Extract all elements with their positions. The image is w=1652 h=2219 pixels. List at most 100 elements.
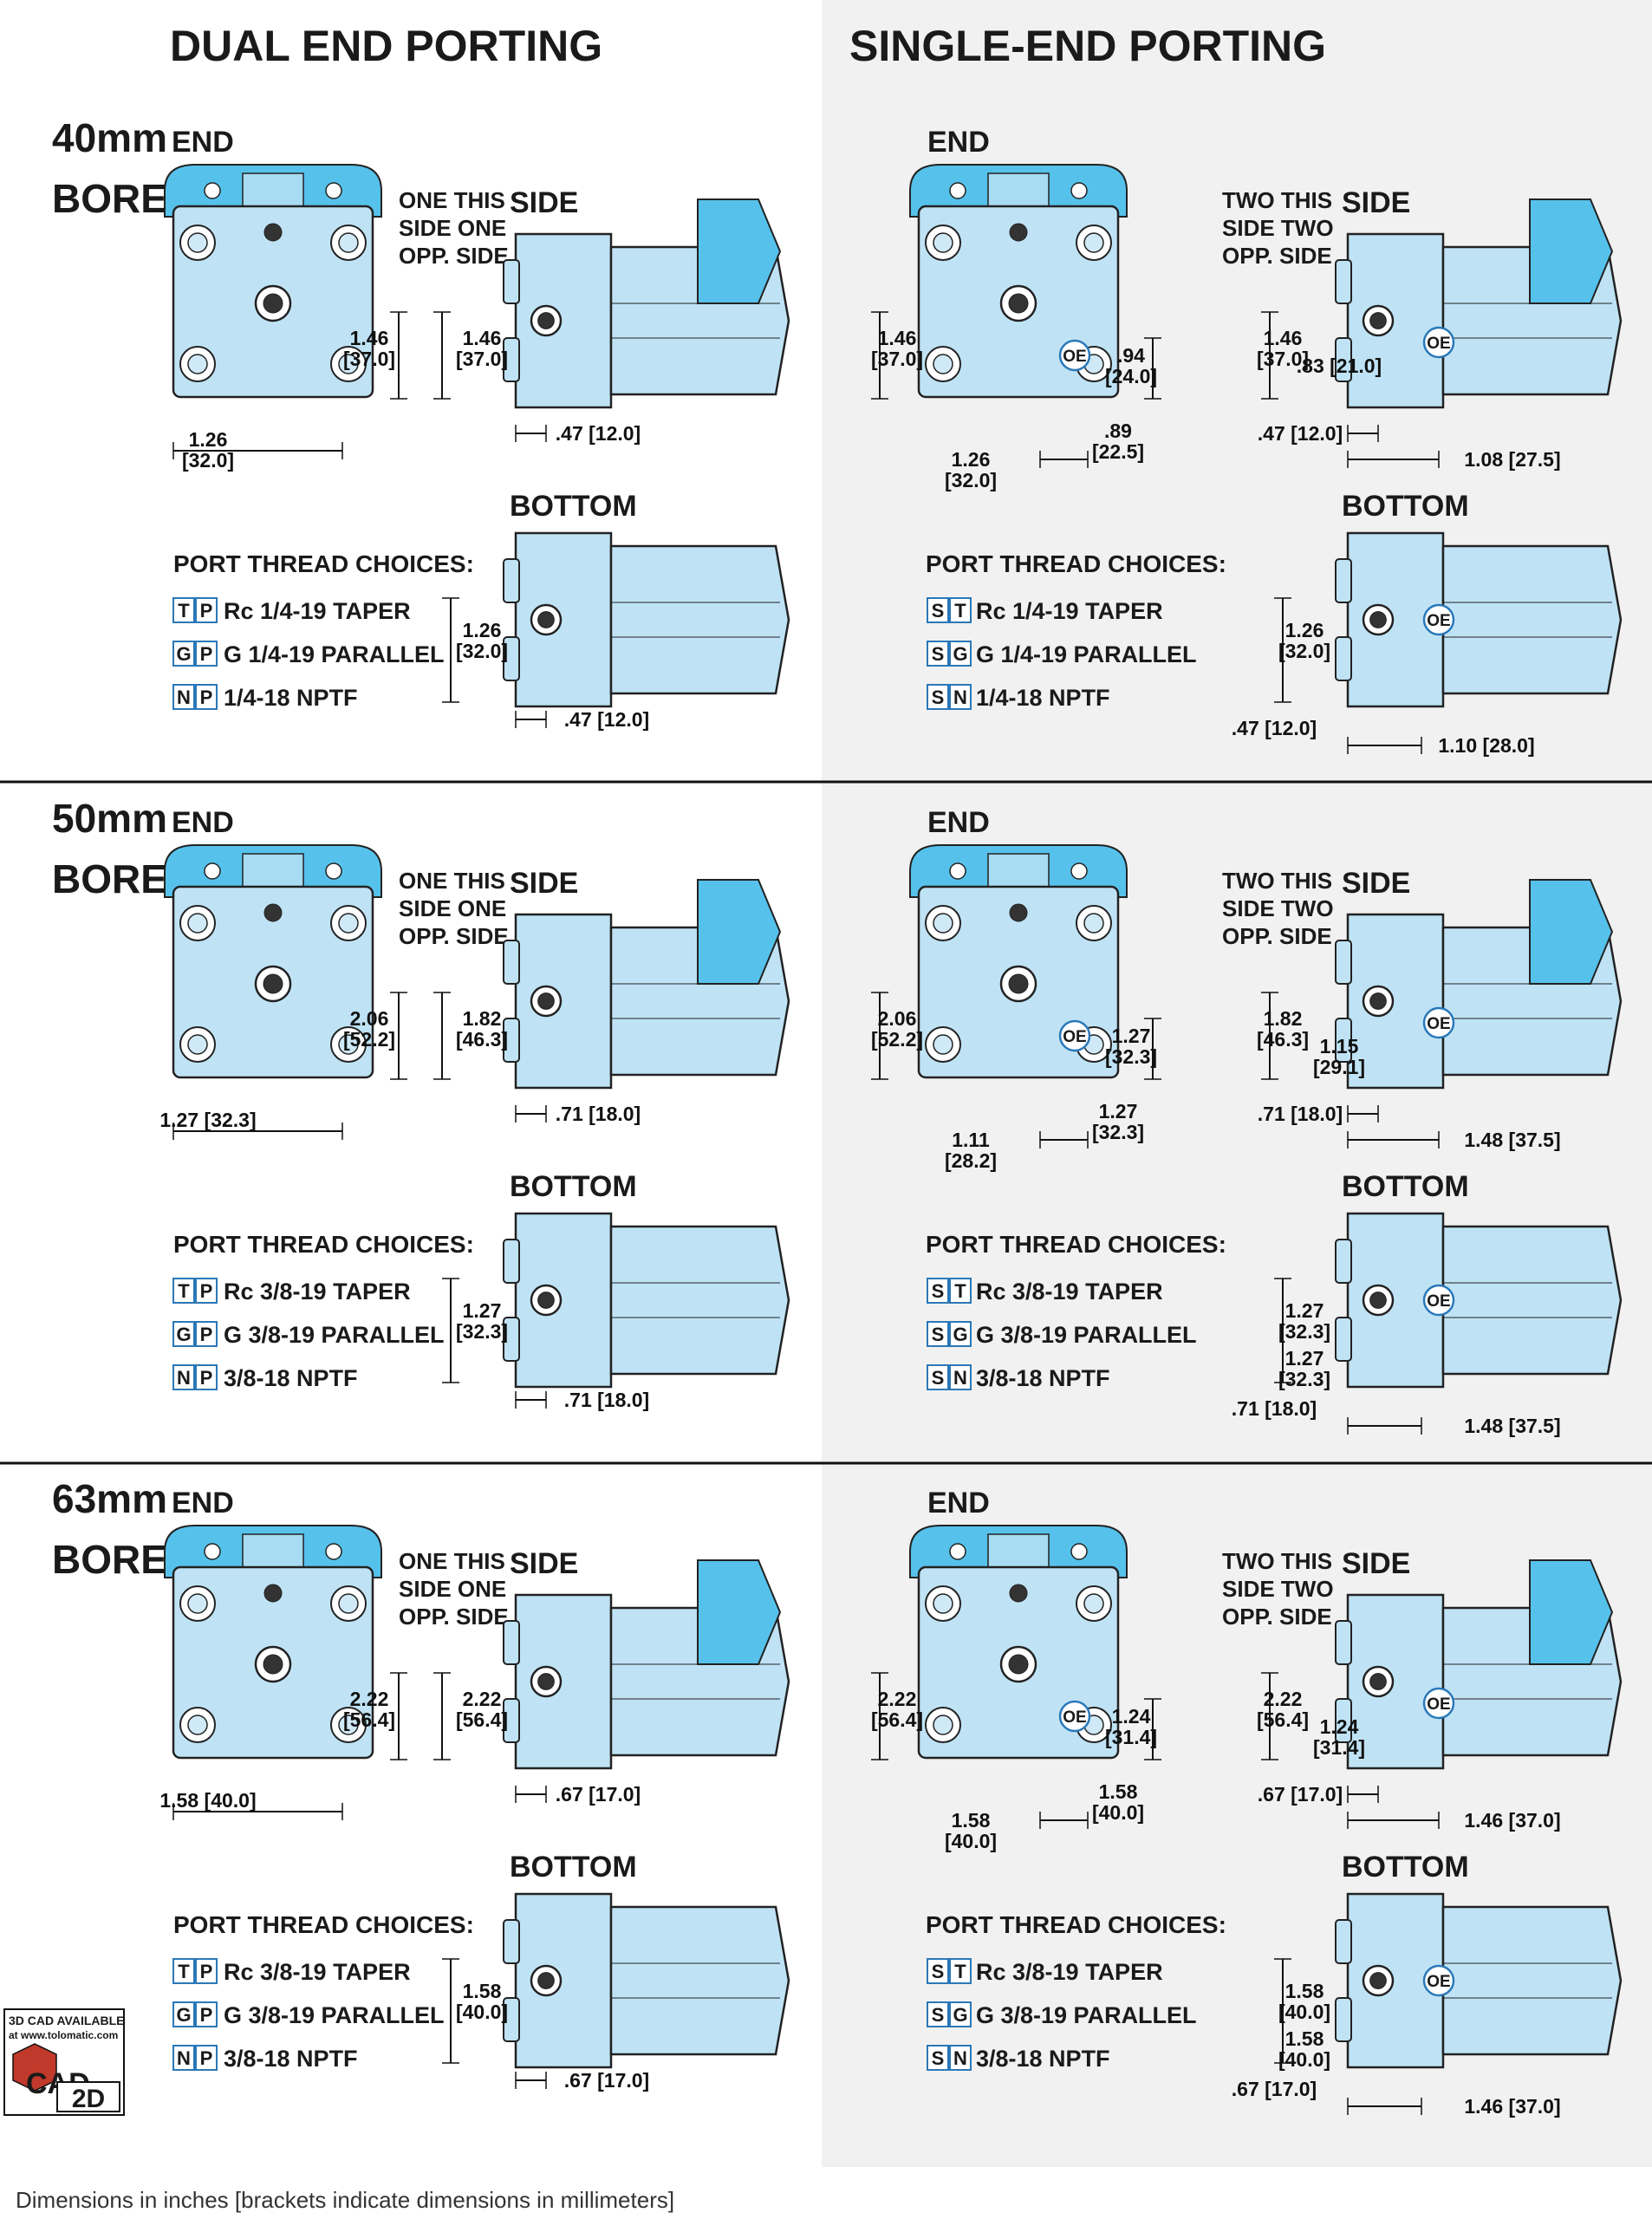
oe-port-marker: OE	[1058, 1019, 1091, 1052]
thread-label: G 3/8-19 PARALLEL	[976, 1322, 1197, 1348]
bottom-view	[503, 531, 790, 708]
dimension-value: 1.27	[1112, 1025, 1151, 1047]
dimension-value: .71 [18.0]	[1232, 1397, 1317, 1420]
oe-ring	[1422, 1006, 1455, 1039]
dimension-label: 1.46 [37.0]	[1464, 2095, 1560, 2118]
cap-screw-profile	[1335, 940, 1352, 985]
code-box	[195, 641, 218, 667]
dimension-value: [40.0]	[1092, 1801, 1144, 1824]
carriage-block	[697, 1559, 782, 1665]
code-box	[927, 1321, 949, 1347]
side-view	[503, 198, 790, 409]
code-box	[195, 1321, 218, 1347]
thread-label: G 1/4-19 PARALLEL	[976, 641, 1197, 667]
thread-label: G 1/4-19 PARALLEL	[224, 641, 445, 667]
oe-ring	[1422, 1284, 1455, 1317]
oe-label: OE	[1063, 1028, 1086, 1046]
code-box	[949, 597, 972, 623]
port-hole	[1008, 293, 1029, 314]
cylinder-tube	[609, 544, 790, 695]
code-box	[949, 1958, 972, 1984]
dimension-value: 1.24	[1112, 1705, 1151, 1728]
carriage-top	[242, 172, 304, 207]
dimension-value: .47 [12.0]	[556, 422, 641, 445]
code-box	[949, 641, 972, 667]
cylinder-tube	[1441, 1225, 1623, 1376]
port-count-note-line: OPP. SIDE	[1222, 1604, 1332, 1630]
code-box	[949, 1364, 972, 1390]
screw-socket	[933, 354, 953, 374]
dimension-value: 1.46	[878, 327, 917, 349]
thread-label: 3/8-18 NPTF	[976, 2046, 1110, 2072]
dimension-label: .71 [18.0]	[1232, 1397, 1317, 1420]
bottom-view: OE	[1335, 531, 1623, 708]
code-letter: N	[177, 2047, 191, 2069]
dimension-label: .71 [18.0]	[556, 1103, 641, 1125]
dimension-value: [46.3]	[1257, 1028, 1309, 1051]
code-letter: P	[200, 643, 213, 665]
dimension-label: .67 [17.0]	[1258, 1783, 1343, 1806]
code-letter: G	[953, 2004, 967, 2026]
end-view-label: END	[927, 1487, 990, 1519]
mounting-hole	[204, 862, 221, 880]
cap-screw-profile	[1335, 1919, 1352, 1964]
dimension-label: 1.27[32.3]	[456, 1299, 508, 1343]
screw-socket	[338, 1034, 359, 1055]
code-box	[172, 1364, 195, 1390]
dimension-label: 2.22[56.4]	[871, 1688, 923, 1731]
dimension-value: [37.0]	[343, 348, 395, 370]
port-count-note-line: ONE THIS	[399, 187, 505, 213]
code-letter: S	[932, 1961, 945, 1982]
cad-cube-icon	[12, 2043, 57, 2092]
code-letter: P	[200, 687, 213, 708]
oe-label: OE	[1427, 1973, 1450, 1991]
screw-socket	[933, 1034, 953, 1055]
dimension-value: [28.2]	[945, 1149, 997, 1172]
port-hole	[1008, 973, 1029, 994]
dimension-label: 1.10 [28.0]	[1438, 734, 1534, 757]
dimension-label: 1.48 [37.5]	[1464, 1129, 1560, 1151]
code-letter: N	[953, 1367, 967, 1389]
dimension-label: 1.15[29.1]	[1313, 1035, 1365, 1078]
screw-socket	[187, 1593, 208, 1614]
bore-label-line: BORE	[52, 856, 167, 901]
port-hole	[263, 293, 283, 314]
end-view-label: END	[927, 126, 990, 159]
side-view: OE	[1335, 1559, 1623, 1770]
dimension-value: 1.26	[463, 619, 502, 641]
dimension-label: 1.27 [32.3]	[159, 1109, 256, 1131]
dimension-value: .83 [21.0]	[1297, 355, 1382, 377]
code-box	[195, 1958, 218, 1984]
mounting-hole	[325, 1543, 342, 1560]
dimension-value: 2.22	[1264, 1688, 1303, 1710]
dimension-value: 1.08 [27.5]	[1464, 448, 1560, 471]
thread-label: Rc 3/8-19 TAPER	[976, 1279, 1163, 1305]
carriage-block	[697, 198, 782, 304]
mounting-hole	[1070, 182, 1088, 199]
port-thread-title: PORT THREAD CHOICES:	[926, 550, 1226, 577]
cap-screw-profile	[503, 259, 520, 304]
code-letter: S	[932, 2004, 945, 2026]
side-view	[503, 879, 790, 1090]
oe-ring	[1058, 339, 1091, 372]
dimension-label: .71 [18.0]	[564, 1389, 649, 1411]
dimension-label: 1.26[32.0]	[1278, 619, 1330, 662]
oe-ring	[1422, 326, 1455, 359]
cap-screw-profile	[1335, 1620, 1352, 1665]
dimension-value: .71 [18.0]	[564, 1389, 649, 1411]
end-view: OE	[909, 1525, 1128, 1760]
bottom-view-label: BOTTOM	[1342, 1170, 1469, 1203]
